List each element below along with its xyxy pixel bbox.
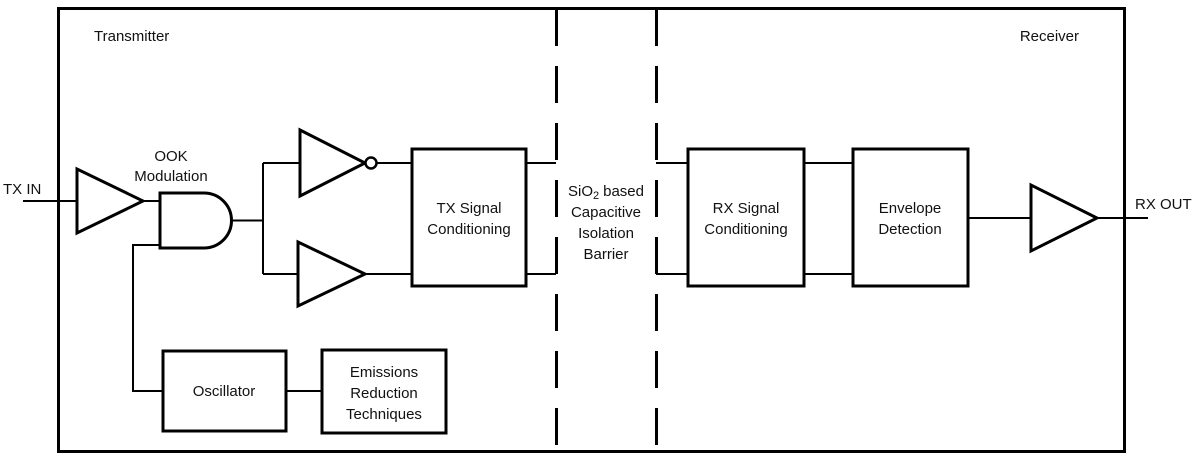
ook-modulation-label-line1: OOK [154, 148, 187, 165]
tx-signal-conditioning-box [410, 147, 528, 288]
oscillator-label: Oscillator [193, 383, 256, 400]
transmitter-section-label: Transmitter [94, 28, 169, 45]
envelope-detection-label-line1: Envelope [879, 200, 942, 217]
rx-output-buffer-icon [1029, 182, 1101, 254]
inverter-bubble-icon [364, 156, 378, 170]
emissions-reduction-label-line2: Reduction [350, 385, 418, 402]
chip-boundary [57, 7, 1126, 453]
and-gate-icon [158, 191, 233, 250]
envelope-detection-label-line2: Detection [878, 221, 941, 238]
emissions-reduction-label-line3: Techniques [346, 406, 422, 423]
inverter-icon [298, 127, 369, 199]
tx-signal-conditioning-label-line1: TX Signal [436, 200, 501, 217]
wire-oscillator-feedback [132, 244, 163, 392]
rx-signal-conditioning-box [686, 147, 806, 288]
receiver-section-label: Receiver [1020, 28, 1079, 45]
barrier-label-line2: Capacitive [571, 204, 641, 221]
rx-signal-conditioning-label-line1: RX Signal [713, 200, 780, 217]
tx-signal-conditioning-label-line2: Conditioning [427, 221, 510, 238]
barrier-label-line3: Isolation [578, 225, 634, 242]
oscillator-box [161, 349, 288, 433]
emissions-reduction-box [320, 348, 448, 435]
ook-modulation-label-line2: Modulation [134, 168, 207, 185]
barrier-label-line4: Barrier [583, 246, 628, 263]
rx-out-port-label: RX OUT [1135, 196, 1192, 213]
envelope-detection-box [851, 147, 970, 288]
rx-signal-conditioning-label-line2: Conditioning [704, 221, 787, 238]
non-inverting-buffer-icon [296, 239, 369, 309]
tx-in-port-label: TX IN [3, 181, 41, 198]
tx-input-buffer-icon [75, 166, 147, 236]
emissions-reduction-label-line1: Emissions [350, 364, 418, 381]
